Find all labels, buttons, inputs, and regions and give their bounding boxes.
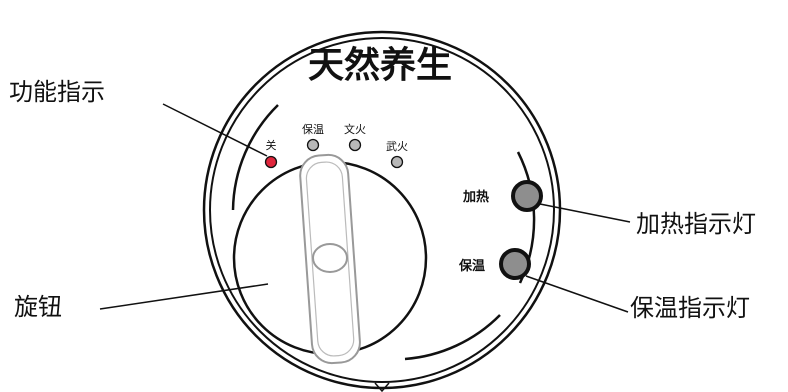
indicator-icon-keep-warm bbox=[306, 138, 320, 152]
callout-lines bbox=[99, 103, 631, 313]
callout-line-keep-warm bbox=[525, 275, 629, 313]
dial-inner-ring bbox=[209, 37, 555, 383]
indicator-icon-gentle-fire bbox=[348, 138, 362, 152]
mode-indicators: 关 保温 文火 武火 bbox=[264, 122, 408, 169]
callout-heating-indicator-light: 加热指示灯 bbox=[636, 210, 756, 238]
knob-grip-inner bbox=[305, 161, 355, 357]
dial-outer-ring bbox=[202, 30, 562, 390]
dial-bottom-arc bbox=[404, 314, 501, 361]
mode-label-off: 关 bbox=[266, 138, 277, 152]
rotary-knob-icon[interactable] bbox=[232, 153, 428, 365]
dial-left-arc bbox=[231, 104, 279, 211]
callout-line-heating bbox=[539, 203, 631, 223]
side-indicators: 加热 保温 bbox=[458, 180, 543, 280]
callout-keep-warm-indicator-light: 保温指示灯 bbox=[630, 294, 750, 322]
callout-line-knob bbox=[99, 283, 269, 310]
heating-label: 加热 bbox=[462, 189, 489, 205]
brand-title: 天然养生 bbox=[308, 44, 452, 86]
callout-function-indicator: 功能指示 bbox=[9, 78, 105, 106]
keep-warm-indicator-icon bbox=[499, 248, 531, 280]
callout-line-function bbox=[162, 103, 268, 157]
mode-label-strong-fire: 武火 bbox=[386, 140, 408, 153]
indicator-icon-off bbox=[264, 155, 278, 169]
mode-label-gentle-fire: 文火 bbox=[344, 122, 366, 136]
dial-bottom-notch bbox=[374, 382, 390, 392]
indicator-icon-strong-fire bbox=[390, 155, 404, 169]
mode-label-keep-warm: 保温 bbox=[302, 122, 324, 136]
callout-knob: 旋钮 bbox=[14, 293, 62, 321]
heating-indicator-icon bbox=[511, 180, 543, 212]
knob-center bbox=[312, 243, 348, 273]
keep-warm-side-label: 保温 bbox=[458, 258, 485, 274]
